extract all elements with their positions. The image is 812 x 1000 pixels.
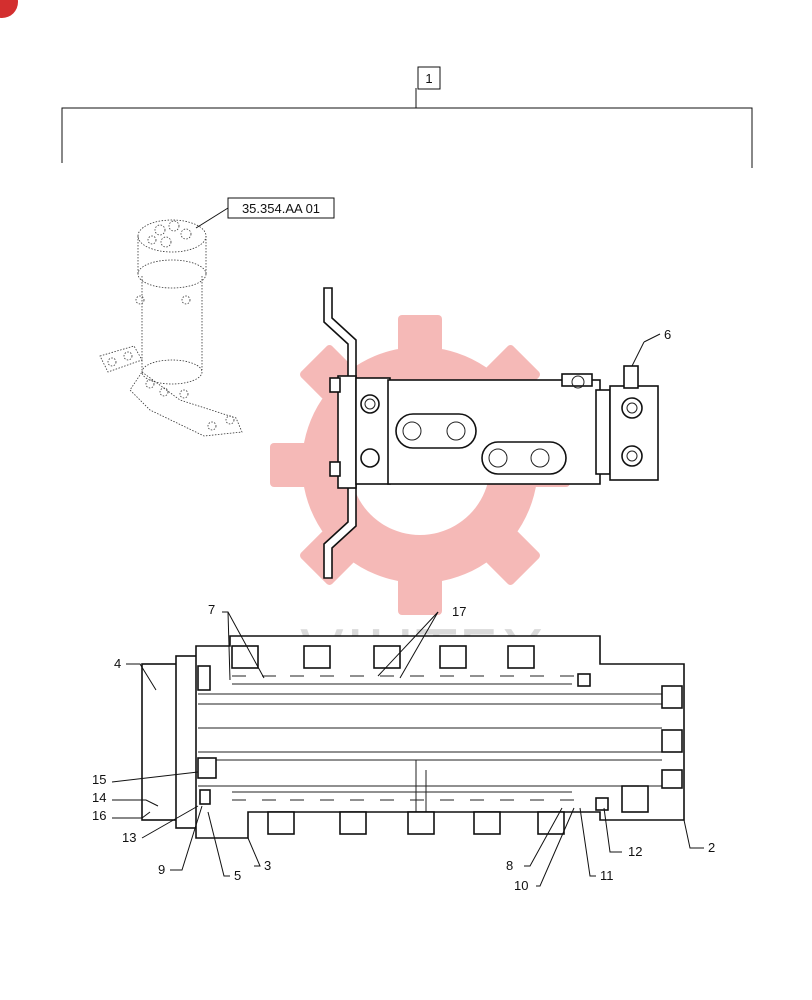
callout-7: 7: [208, 602, 215, 617]
swivel-joint-section-view: [141, 635, 685, 839]
corner-badge: [0, 0, 18, 18]
assembly-callout-label: 1: [425, 71, 432, 86]
swivel-joint-iso-drawing: [99, 219, 243, 437]
callout-15: 15: [92, 772, 106, 787]
callout-8: 8: [506, 858, 513, 873]
callout-5: 5: [234, 868, 241, 883]
assembly-callout-box: [417, 66, 441, 90]
callout-16: 16: [92, 808, 106, 823]
callout-11: 11: [600, 868, 614, 883]
callout-leaders: [111, 333, 704, 887]
callout-9: 9: [158, 862, 165, 877]
callout-17: 17: [452, 604, 466, 619]
callout-2: 2: [708, 840, 715, 855]
callout-labels: 6 7 17 4 15 14 16 13 9 5 3 2 12 11 8 10: [92, 327, 715, 893]
callout-13: 13: [122, 830, 136, 845]
callout-12: 12: [628, 844, 642, 859]
callout-6: 6: [664, 327, 671, 342]
assembly-bracket: 1: [61, 66, 753, 168]
swivel-joint-side-view: [323, 287, 659, 579]
callout-10: 10: [514, 878, 528, 893]
reference-label: 35.354.AA 01: [242, 201, 320, 216]
callout-4: 4: [114, 656, 121, 671]
callout-3: 3: [264, 858, 271, 873]
callout-14: 14: [92, 790, 106, 805]
